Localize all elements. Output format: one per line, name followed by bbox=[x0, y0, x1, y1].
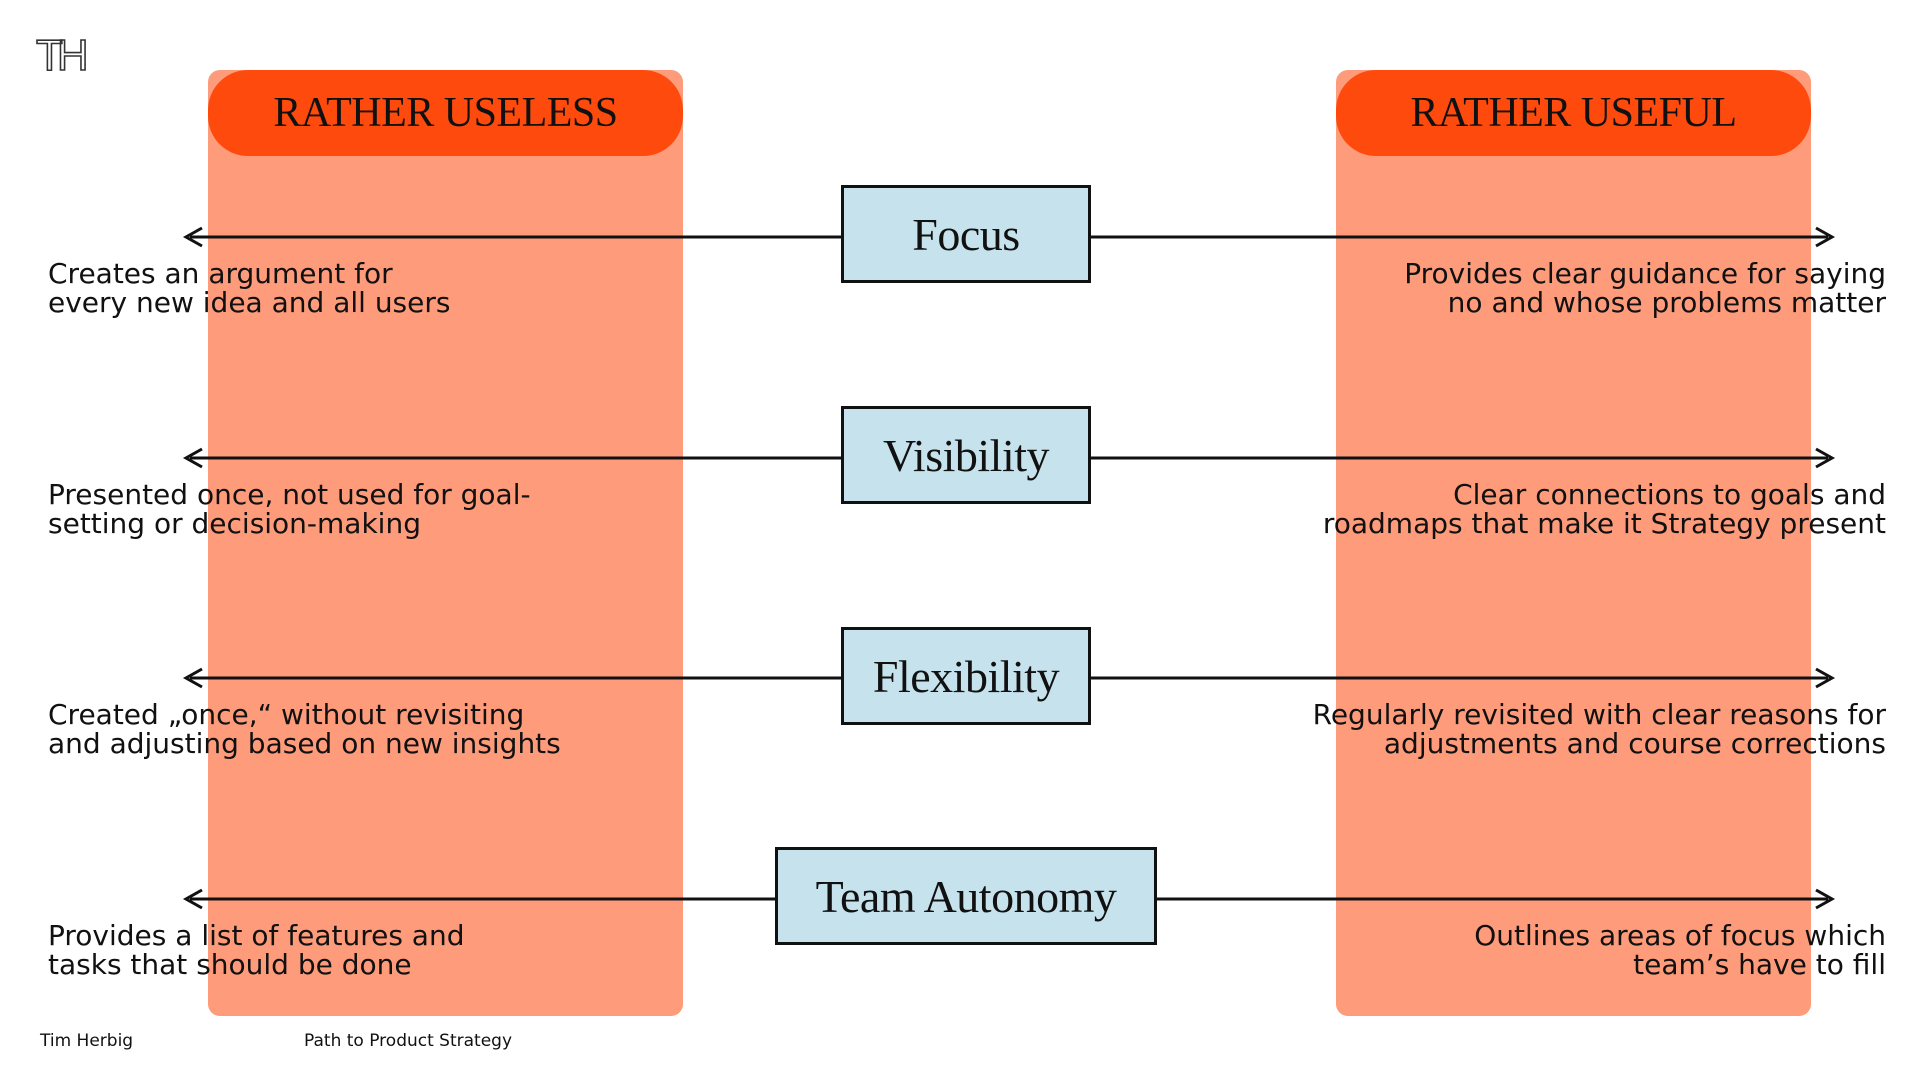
useless-description-focus: Creates an argument for every new idea a… bbox=[48, 257, 451, 319]
useful-description-focus: Provides clear guidance for saying no an… bbox=[1404, 257, 1886, 319]
useless-description-flexibility: Created „once,“ without revisiting and a… bbox=[48, 698, 561, 760]
criterion-focus: Focus bbox=[841, 185, 1091, 283]
criterion-flexibility: Flexibility bbox=[841, 627, 1091, 725]
column-rather-useful: RATHER USEFUL bbox=[1336, 70, 1811, 1016]
useful-description-visibility: Clear connections to goals and roadmaps … bbox=[1322, 478, 1886, 540]
footer-title: Path to Product Strategy bbox=[304, 1031, 513, 1051]
footer-author: Tim Herbig bbox=[40, 1031, 134, 1051]
useless-description-team-autonomy: Provides a list of features and tasks th… bbox=[48, 919, 465, 981]
column-rather-useless: RATHER USELESS bbox=[208, 70, 683, 1016]
useless-description-visibility: Presented once, not used for goal- setti… bbox=[48, 478, 531, 540]
criterion-team-autonomy: Team Autonomy bbox=[775, 847, 1157, 945]
logo: TH bbox=[35, 31, 89, 80]
useful-description-team-autonomy: Outlines areas of focus which team’s hav… bbox=[1474, 919, 1886, 981]
column-header-useful: RATHER USEFUL bbox=[1336, 70, 1811, 156]
useful-description-flexibility: Regularly revisited with clear reasons f… bbox=[1312, 698, 1886, 760]
column-header-useless: RATHER USELESS bbox=[208, 70, 683, 156]
criterion-visibility: Visibility bbox=[841, 406, 1091, 504]
